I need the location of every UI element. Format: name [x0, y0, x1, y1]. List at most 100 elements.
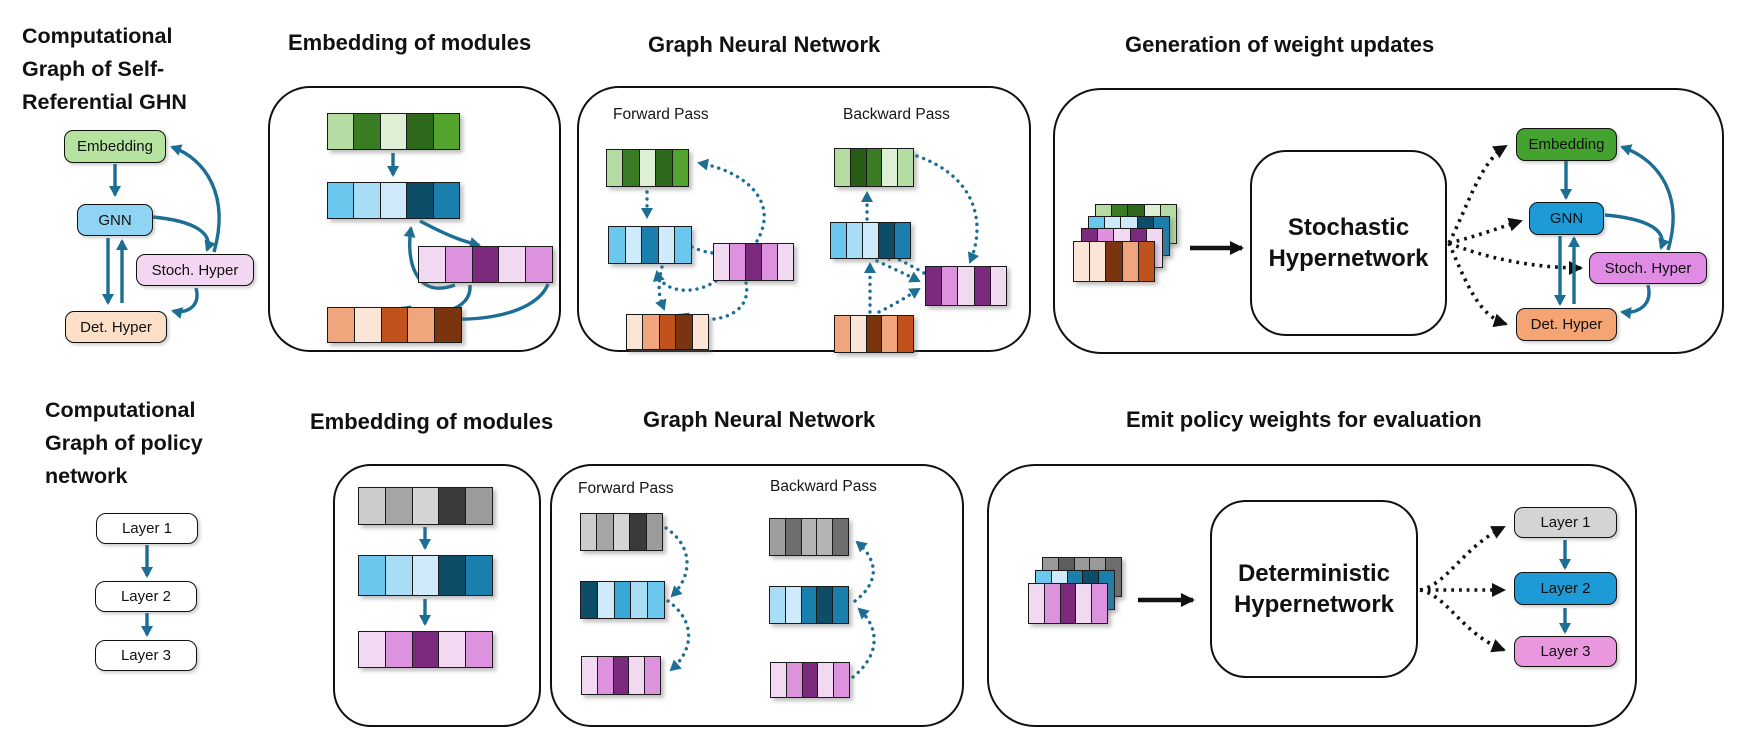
weight-cell	[353, 308, 381, 342]
weight-cell	[438, 632, 466, 667]
emit-stack-pink	[1028, 583, 1108, 624]
fwd-row-blue	[608, 226, 692, 264]
weight-cell	[817, 663, 834, 697]
weight-cell	[1089, 242, 1106, 281]
embedding-row-blue	[327, 182, 460, 219]
bwd-row-green	[834, 148, 914, 187]
deterministic-hypernetwork-box: Deterministic Hypernetwork	[1210, 500, 1418, 678]
title-self-referential-ghn: Computational Graph of Self-Referential …	[22, 24, 187, 114]
weight-cell	[471, 247, 499, 282]
weight-cell	[1121, 242, 1138, 281]
bembedding-row-gray	[358, 487, 493, 525]
weight-cell	[941, 267, 958, 305]
weight-cell	[411, 556, 439, 595]
weight-cell	[525, 247, 552, 282]
weight-cell	[613, 582, 631, 618]
fwd-row-magenta	[713, 243, 794, 281]
weight-cell	[379, 183, 407, 218]
embedding-row-orange	[327, 307, 462, 343]
weight-cell	[411, 632, 439, 667]
fwd-row-green	[606, 149, 689, 187]
weight-cell	[380, 308, 408, 342]
weight-cell	[770, 587, 785, 623]
weight-cell	[638, 150, 656, 186]
bbwd-row-pink	[770, 662, 850, 698]
weight-cell	[630, 582, 648, 618]
weight-cell	[800, 587, 817, 623]
weight-cell	[384, 488, 412, 524]
weight-cell	[675, 315, 692, 349]
weight-cell	[881, 149, 898, 186]
bwd-row-magenta	[925, 266, 1007, 306]
node-stoch-hyper-pastel: Stoch. Hyper	[136, 254, 254, 286]
weight-cell	[784, 587, 801, 623]
title-embedding-of-modules-bottom: Embedding of modules	[310, 409, 554, 434]
weight-cell	[465, 632, 492, 667]
weight-cell	[846, 223, 862, 258]
weight-cell	[419, 247, 445, 282]
weight-cell	[353, 183, 380, 218]
weight-cell	[865, 149, 882, 186]
weight-cell	[596, 514, 613, 550]
weight-cell	[582, 657, 597, 694]
weight-cell	[465, 488, 492, 524]
weight-cell	[328, 114, 354, 149]
weight-cell	[612, 514, 630, 550]
weight-cell	[434, 308, 461, 342]
bbwd-row-gray	[769, 518, 849, 556]
weight-cell	[384, 556, 412, 595]
weight-cell	[432, 183, 460, 218]
weight-cell	[777, 244, 793, 280]
node-layer1-colored: Layer 1	[1514, 507, 1617, 538]
label-backward-pass-top: Backward Pass	[843, 106, 950, 123]
weight-cell	[465, 556, 492, 595]
panel-gnn-bottom	[550, 464, 964, 727]
weight-cell	[641, 227, 658, 263]
title-graph-neural-network-bottom: Graph Neural Network	[643, 407, 876, 432]
weight-cell	[647, 582, 664, 618]
weight-cell	[973, 267, 990, 305]
weight-cell	[657, 227, 675, 263]
weight-cell	[407, 308, 435, 342]
weight-cell	[878, 223, 894, 258]
fwd-row-orange	[626, 314, 709, 350]
weight-cell	[628, 657, 645, 694]
weight-cell	[745, 244, 761, 280]
node-embedding-saturated: Embedding	[1516, 128, 1617, 161]
panel-gnn-top	[577, 86, 1031, 352]
weight-cell	[729, 244, 745, 280]
panel-embedding-bottom	[333, 464, 541, 727]
weight-cell	[770, 519, 785, 555]
weight-cell	[627, 315, 643, 349]
weight-cell	[328, 183, 354, 218]
label-forward-pass-bottom: Forward Pass	[578, 480, 674, 497]
weight-cell	[444, 247, 472, 282]
weight-cell	[624, 227, 642, 263]
weight-cell	[1029, 584, 1044, 623]
weight-cell	[784, 519, 801, 555]
node-stoch-hyper-saturated: Stoch. Hyper	[1589, 252, 1707, 284]
weight-cell	[629, 514, 646, 550]
weight-cell	[831, 223, 846, 258]
weight-cell	[674, 227, 691, 263]
weight-cell	[622, 150, 639, 186]
panel-embedding-top	[268, 86, 561, 352]
title-policy-network-graph: Computational Graph of policy network	[45, 398, 203, 488]
weight-cell	[957, 267, 974, 305]
weight-cell	[658, 315, 676, 349]
gen-stack-orange	[1073, 241, 1155, 282]
weight-cell	[406, 114, 433, 149]
weight-cell	[644, 657, 660, 694]
weight-cell	[849, 149, 866, 186]
weight-cell	[1059, 584, 1076, 623]
weight-cell	[581, 514, 597, 550]
node-layer1-plain: Layer 1	[96, 513, 198, 544]
weight-cell	[655, 150, 672, 186]
weight-cell	[353, 114, 380, 149]
weight-cell	[989, 267, 1007, 305]
weight-cell	[816, 587, 833, 623]
node-embedding-pastel: Embedding	[64, 130, 166, 163]
stochastic-hypernetwork-box: Stochastic Hypernetwork	[1250, 150, 1447, 336]
weight-cell	[379, 114, 407, 149]
arrow-stoch-to-embedding	[170, 144, 221, 253]
